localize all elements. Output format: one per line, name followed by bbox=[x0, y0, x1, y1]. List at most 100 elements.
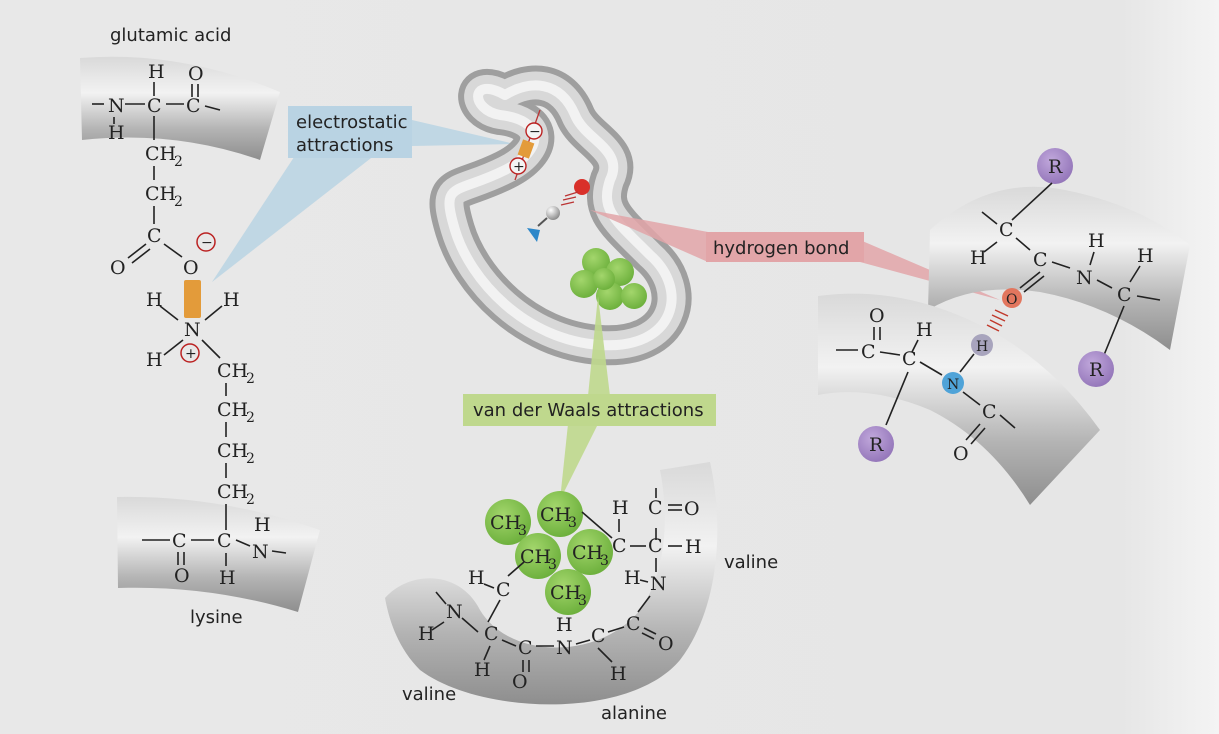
methyl-circle bbox=[545, 569, 591, 615]
electrostatic-callout-box bbox=[288, 106, 412, 158]
salt-bridge-bar bbox=[184, 280, 201, 318]
atom-ch: CH bbox=[550, 582, 581, 604]
valine-label-bottom: valine bbox=[402, 684, 456, 705]
lower-strand-structure: O C C H R N H C O bbox=[836, 305, 1016, 465]
upper-strand-structure: R C H C N H C H R O bbox=[970, 148, 1161, 387]
atom-o: O bbox=[183, 257, 199, 279]
atom-o: O bbox=[188, 63, 204, 85]
atom-h: H bbox=[970, 247, 987, 269]
atom-h: H bbox=[146, 289, 163, 311]
lower-strand-backbone bbox=[818, 293, 1100, 505]
atom-h: H bbox=[1088, 230, 1105, 252]
electrostatic-pointer-right bbox=[412, 120, 515, 146]
atom-c: C bbox=[217, 530, 232, 552]
subscript: 3 bbox=[600, 553, 609, 569]
hydrogen-atom-icon bbox=[546, 206, 560, 220]
atom-o: O bbox=[1006, 292, 1017, 308]
methyl-circle bbox=[537, 491, 583, 537]
atom-h: H bbox=[624, 567, 641, 589]
methyl-circle bbox=[567, 529, 613, 575]
nitrogen-atom-icon bbox=[527, 228, 540, 242]
vdw-label: van der Waals attractions bbox=[473, 400, 704, 421]
atom-c: C bbox=[999, 219, 1014, 241]
electrostatic-label-line2: attractions bbox=[296, 135, 393, 156]
atom-h: H bbox=[219, 567, 236, 589]
atom-c: C bbox=[648, 497, 663, 519]
atom-c: C bbox=[982, 401, 997, 423]
atom-r: R bbox=[1089, 359, 1104, 381]
glutamic-acid-label: glutamic acid bbox=[110, 25, 231, 46]
atom-h: H bbox=[976, 339, 988, 355]
electrostatic-label-line1: electrostatic bbox=[296, 112, 408, 133]
lysine-backbone bbox=[117, 496, 320, 612]
vdw-pointer-up bbox=[588, 296, 610, 396]
subscript: 2 bbox=[246, 371, 255, 387]
positive-charge-icon bbox=[180, 343, 200, 363]
bottom-structure: H C C H C O N H C O C H N H C O C bbox=[418, 488, 702, 693]
atom-n: N bbox=[556, 637, 573, 659]
plus-sign: + bbox=[185, 346, 197, 362]
subscript: 3 bbox=[548, 557, 557, 573]
atom-ch: CH bbox=[217, 399, 248, 421]
atom-o: O bbox=[953, 443, 969, 465]
lysine-label: lysine bbox=[190, 607, 243, 628]
bottom-backbone bbox=[385, 462, 718, 705]
alanine-label: alanine bbox=[601, 703, 667, 724]
subscript: 2 bbox=[246, 492, 255, 508]
atom-c: C bbox=[518, 637, 533, 659]
negative-charge-icon bbox=[525, 122, 543, 140]
nitrogen-atom-icon bbox=[942, 372, 964, 394]
minus-sign: − bbox=[529, 124, 541, 140]
subscript: 2 bbox=[174, 194, 183, 210]
atom-c: C bbox=[648, 535, 663, 557]
atom-c: C bbox=[1117, 284, 1132, 306]
atom-h: H bbox=[556, 614, 573, 636]
atom-o: O bbox=[658, 633, 674, 655]
atom-c: C bbox=[902, 348, 917, 370]
methyl-circle bbox=[515, 533, 561, 579]
electrostatic-pointer-left bbox=[212, 148, 384, 282]
atom-o: O bbox=[869, 305, 885, 327]
folded-protein: − + bbox=[429, 65, 692, 366]
minus-sign: − bbox=[201, 235, 213, 251]
positive-charge-icon bbox=[509, 157, 527, 175]
hydrogen-bond-dashes bbox=[986, 309, 1009, 332]
atom-h: H bbox=[108, 122, 125, 144]
atom-c: C bbox=[172, 530, 187, 552]
atom-c: C bbox=[626, 613, 641, 635]
atom-c: C bbox=[186, 95, 201, 117]
atom-ch: CH bbox=[572, 542, 603, 564]
atom-o: O bbox=[110, 257, 126, 279]
atom-h: H bbox=[1137, 245, 1154, 267]
salt-bridge-bar bbox=[517, 139, 535, 159]
hydrogen-bond-callout-box bbox=[706, 232, 864, 262]
atom-h: H bbox=[146, 349, 163, 371]
r-group-icon bbox=[858, 426, 894, 462]
subscript: 3 bbox=[518, 523, 527, 539]
atom-ch: CH bbox=[490, 512, 521, 534]
atom-c: C bbox=[147, 225, 162, 247]
atom-c: C bbox=[591, 625, 606, 647]
atom-c: C bbox=[612, 535, 627, 557]
r-group-icon bbox=[1037, 148, 1073, 184]
subscript: 3 bbox=[578, 593, 587, 609]
atom-h: H bbox=[223, 289, 240, 311]
subscript: 2 bbox=[246, 410, 255, 426]
atom-ch: CH bbox=[145, 183, 176, 205]
atom-n: N bbox=[446, 601, 463, 623]
atom-o: O bbox=[512, 671, 528, 693]
upper-strand-backbone bbox=[928, 186, 1190, 350]
atom-ch: CH bbox=[145, 143, 176, 165]
methyl-groups: CH 3 CH 3 CH 3 CH 3 CH 3 bbox=[485, 491, 613, 615]
atom-n: N bbox=[1076, 267, 1093, 289]
atom-c: C bbox=[484, 623, 499, 645]
hydrogen-bond-label: hydrogen bond bbox=[713, 238, 849, 259]
atom-c: C bbox=[1033, 249, 1048, 271]
atom-h: H bbox=[254, 514, 271, 536]
atom-h: H bbox=[418, 623, 435, 645]
atom-h: H bbox=[612, 497, 629, 519]
atom-h: H bbox=[685, 536, 702, 558]
atom-h: H bbox=[468, 567, 485, 589]
